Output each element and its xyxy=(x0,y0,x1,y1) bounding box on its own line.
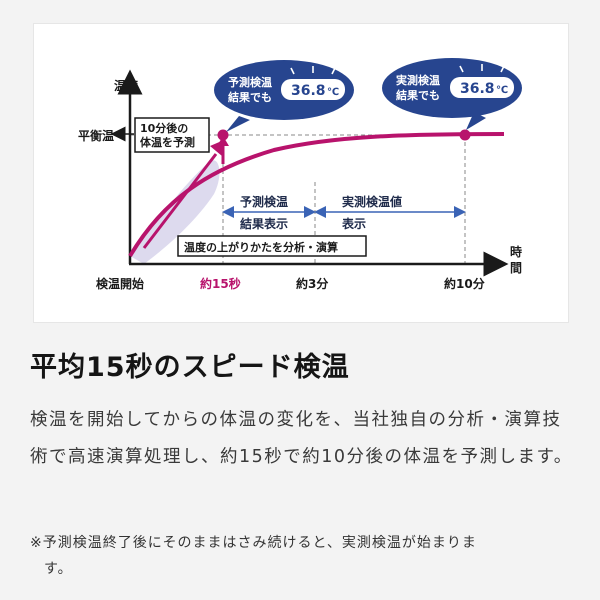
description-text: 検温を開始してからの体温の変化を、当社独自の分析・演算技術で高速演算処理し、約1… xyxy=(30,410,573,467)
actual-point xyxy=(459,129,471,141)
predicted-point xyxy=(217,129,229,141)
actual-thermo-display xyxy=(450,77,514,98)
predicted-bubble-tail xyxy=(226,116,250,132)
diagram-panel: 温度 平衡温 時 間 検温開始 約15秒 約3分 約10分 10分後の 体温を予… xyxy=(33,23,569,323)
x-axis-label: 時 間 xyxy=(510,244,522,275)
footnote-line2: す。 xyxy=(44,561,73,577)
x-axis-label-char2: 間 xyxy=(510,261,522,275)
actual-display-label: 実測検温値 表示 xyxy=(341,194,406,231)
predicted-display-label: 予測検温 結果表示 xyxy=(240,194,292,231)
actual-thermo-unit: ℃ xyxy=(496,85,508,96)
prediction-box xyxy=(134,117,210,153)
prediction-box-text: 10分後の 体温を予測 xyxy=(140,121,195,149)
footnote-line1: 予測検温終了後にそのままはさみ続けると、実測検温が始まりま xyxy=(42,535,477,551)
x-tick-start: 検温開始 xyxy=(96,276,144,291)
footnote-mark: ※ xyxy=(30,535,43,551)
actual-bubble-label: 実測検温 結果でも xyxy=(396,73,444,102)
prediction-arrow xyxy=(142,153,218,249)
x-tick-10min: 約10分 xyxy=(444,276,485,291)
x-tick-15s: 約15秒 xyxy=(200,276,241,291)
section-heading: 平均15秒のスピード検温 xyxy=(30,352,350,383)
y-tick-label: 平衡温 xyxy=(78,128,114,143)
actual-sparkle-icon xyxy=(459,64,505,73)
y-axis-label: 温度 xyxy=(114,78,139,93)
predicted-sparkle-icon xyxy=(290,66,336,75)
temperature-curve xyxy=(128,132,505,258)
predicted-result-bubble: 予測検温 結果でも 36.8 ℃ xyxy=(214,60,354,132)
predicted-thermo-reading: 36.8 xyxy=(291,83,326,99)
predicted-thermo-display xyxy=(281,79,345,100)
predicted-bubble-label: 予測検温 結果でも xyxy=(228,75,276,104)
actual-bubble-tail xyxy=(466,112,486,130)
analysis-box-text: 温度の上がりかたを分析・演算 xyxy=(184,240,338,254)
x-tick-3min: 約3分 xyxy=(296,276,328,291)
actual-thermo-reading: 36.8 xyxy=(460,81,495,97)
footnote: ※予測検温終了後にそのままはさみ続けると、実測検温が始まりま す。 xyxy=(30,530,570,582)
analysis-box xyxy=(177,235,367,257)
rise-arrow-head xyxy=(217,136,229,146)
temperature-diagram: 温度 平衡温 時 間 検温開始 約15秒 約3分 約10分 10分後の 体温を予… xyxy=(78,58,522,291)
predicted-thermo-unit: ℃ xyxy=(327,87,339,98)
x-axis-label-char1: 時 xyxy=(510,244,522,259)
actual-result-bubble: 実測検温 結果でも 36.8 ℃ xyxy=(382,58,522,130)
